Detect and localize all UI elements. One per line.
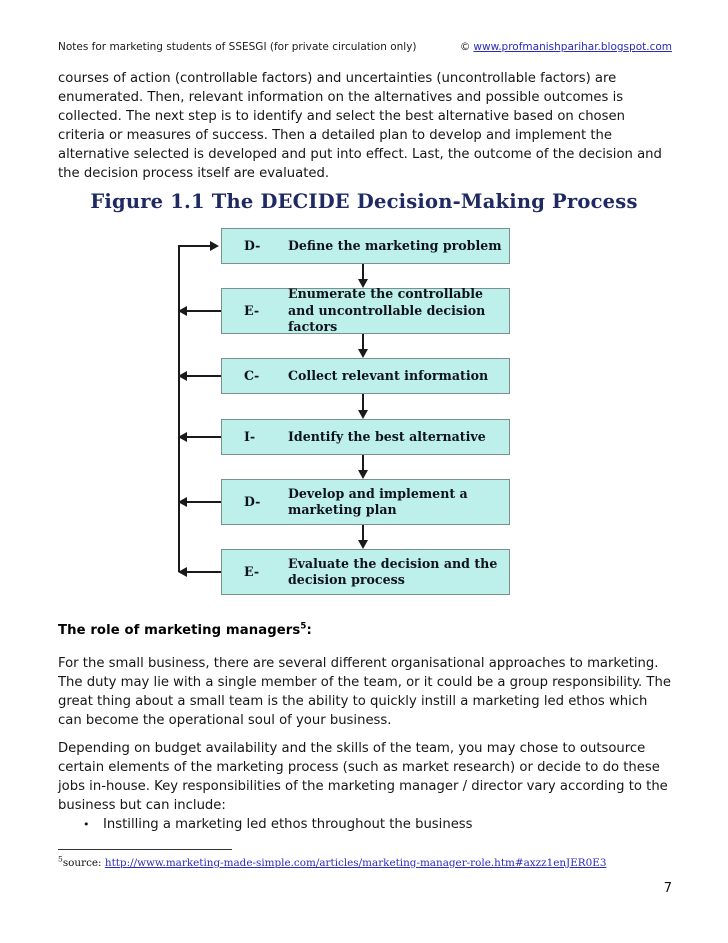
flow-label-enumerate: Enumerate the controllable and uncontrol… bbox=[288, 286, 486, 335]
connector-down-4 bbox=[362, 455, 364, 470]
header-copyright: ©www.profmanishparihar.blogspot.com bbox=[460, 40, 672, 54]
figure-title: Figure 1.1 The DECIDE Decision-Making Pr… bbox=[90, 190, 638, 213]
flow-letter-i: I- bbox=[244, 428, 256, 444]
section-heading-footnote-marker: 5 bbox=[300, 621, 307, 632]
footnote: 5source: http://www.marketing-made-simpl… bbox=[58, 854, 673, 871]
intro-paragraph: courses of action (controllable factors)… bbox=[58, 71, 662, 182]
feedback-line-2 bbox=[187, 310, 221, 312]
footnote-prefix: source: bbox=[62, 857, 105, 869]
arrowhead-left-5 bbox=[178, 497, 187, 507]
footnote-source-link[interactable]: http://www.marketing-made-simple.com/art… bbox=[104, 857, 607, 869]
flow-letter-c: C- bbox=[244, 367, 260, 383]
role-paragraph-2: Depending on budget availability and the… bbox=[58, 741, 668, 814]
flow-label-evaluate: Evaluate the decision and the decision p… bbox=[288, 555, 498, 588]
feedback-return-top bbox=[178, 245, 212, 247]
footnote-marker: 5 bbox=[58, 854, 63, 864]
section-heading-text: The role of marketing managers bbox=[58, 623, 301, 638]
flow-box-develop[interactable]: D- Develop and implement a marketing pla… bbox=[221, 479, 510, 525]
connector-down-3 bbox=[362, 394, 364, 410]
footnote-separator bbox=[58, 849, 232, 850]
arrowhead-down-2 bbox=[358, 349, 368, 358]
feedback-spine bbox=[178, 245, 180, 572]
flow-box-enumerate[interactable]: E- Enumerate the controllable and uncont… bbox=[221, 286, 510, 335]
feedback-line-6 bbox=[187, 571, 221, 573]
connector-down-5 bbox=[362, 525, 364, 540]
flow-label-identify: Identify the best alternative bbox=[288, 428, 486, 444]
arrowhead-down-5 bbox=[358, 540, 368, 549]
arrowhead-left-3 bbox=[178, 371, 187, 381]
arrowhead-down-3 bbox=[358, 410, 368, 419]
bullet-icon: • bbox=[83, 818, 90, 831]
flow-box-collect[interactable]: C- Collect relevant information bbox=[221, 358, 510, 394]
flow-label-define: Define the marketing problem bbox=[288, 237, 502, 253]
arrowhead-left-4 bbox=[178, 432, 187, 442]
flow-letter-d1: D- bbox=[244, 237, 261, 253]
header-site-link[interactable]: www.profmanishparihar.blogspot.com bbox=[473, 41, 672, 53]
figure-decide-process: Figure 1.1 The DECIDE Decision-Making Pr… bbox=[0, 190, 728, 595]
arrowhead-down-4 bbox=[358, 470, 368, 479]
feedback-line-4 bbox=[187, 436, 221, 438]
flow-letter-e2: E- bbox=[244, 563, 260, 579]
page-number: 7 bbox=[663, 881, 672, 896]
header-course-note: Notes for marketing students of SSESGI (… bbox=[58, 41, 417, 53]
flow-box-evaluate[interactable]: E- Evaluate the decision and the decisio… bbox=[221, 549, 510, 595]
feedback-line-5 bbox=[187, 501, 221, 503]
feedback-line-3 bbox=[187, 375, 221, 377]
arrowhead-right-top bbox=[210, 241, 219, 251]
flow-label-collect: Collect relevant information bbox=[288, 367, 489, 383]
flow-label-develop: Develop and implement a marketing plan bbox=[288, 485, 468, 518]
connector-down-2 bbox=[362, 334, 364, 349]
figure-flowchart: D- Define the marketing problem E- Enume… bbox=[0, 228, 728, 595]
flow-letter-d2: D- bbox=[244, 493, 261, 509]
section-heading-colon: : bbox=[306, 623, 312, 638]
responsibilities-list: • Instilling a marketing led ethos throu… bbox=[58, 815, 673, 834]
flow-box-identify[interactable]: I- Identify the best alternative bbox=[221, 419, 510, 455]
arrowhead-down-1 bbox=[358, 279, 368, 288]
role-paragraph-1: For the small business, there are severa… bbox=[58, 656, 671, 729]
copyright-icon: © bbox=[459, 41, 471, 53]
arrowhead-left-2 bbox=[178, 306, 187, 316]
list-item-label: Instilling a marketing led ethos through… bbox=[103, 817, 473, 832]
connector-down-1 bbox=[362, 264, 364, 279]
arrowhead-left-6 bbox=[178, 567, 187, 577]
section-heading: The role of marketing managers5: bbox=[58, 621, 312, 640]
page-header: Notes for marketing students of SSESGI (… bbox=[58, 40, 672, 54]
flow-letter-e1: E- bbox=[244, 302, 260, 318]
list-item: • Instilling a marketing led ethos throu… bbox=[58, 815, 673, 834]
flow-box-define[interactable]: D- Define the marketing problem bbox=[221, 228, 510, 264]
